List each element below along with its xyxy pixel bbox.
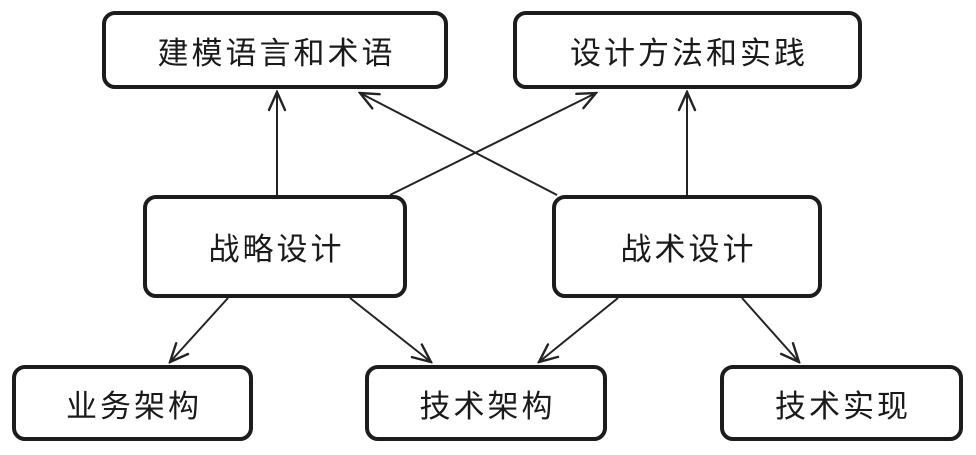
node-technical-architecture-label: 技术架构 — [419, 388, 556, 424]
node-strategic-design: 战略设计 — [143, 195, 407, 298]
edge-tactical-to-technical-implementation — [741, 297, 799, 362]
node-technical-implementation-label: 技术实现 — [775, 388, 911, 424]
edge-tactical-to-technical-architecture — [539, 297, 619, 362]
node-strategic-design-label: 战略设计 — [208, 232, 345, 267]
node-technical-architecture: 技术架构 — [365, 365, 607, 441]
edge-strategic-to-methods — [389, 93, 596, 196]
edge-strategic-to-technical-architecture — [349, 297, 431, 362]
node-design-methods-label: 设计方法和实践 — [570, 35, 808, 71]
node-tactical-design-label: 战术设计 — [620, 232, 757, 267]
edge-tactical-to-modeling — [360, 93, 558, 196]
node-modeling-language: 建模语言和术语 — [102, 11, 448, 89]
node-technical-implementation: 技术实现 — [720, 365, 963, 441]
node-tactical-design: 战术设计 — [552, 195, 822, 298]
node-modeling-language-label: 建模语言和术语 — [157, 35, 396, 71]
edge-strategic-to-business-architecture — [170, 297, 229, 362]
node-business-architecture-label: 业务架构 — [66, 388, 202, 424]
node-business-architecture: 业务架构 — [12, 365, 253, 441]
node-design-methods: 设计方法和实践 — [513, 11, 862, 89]
